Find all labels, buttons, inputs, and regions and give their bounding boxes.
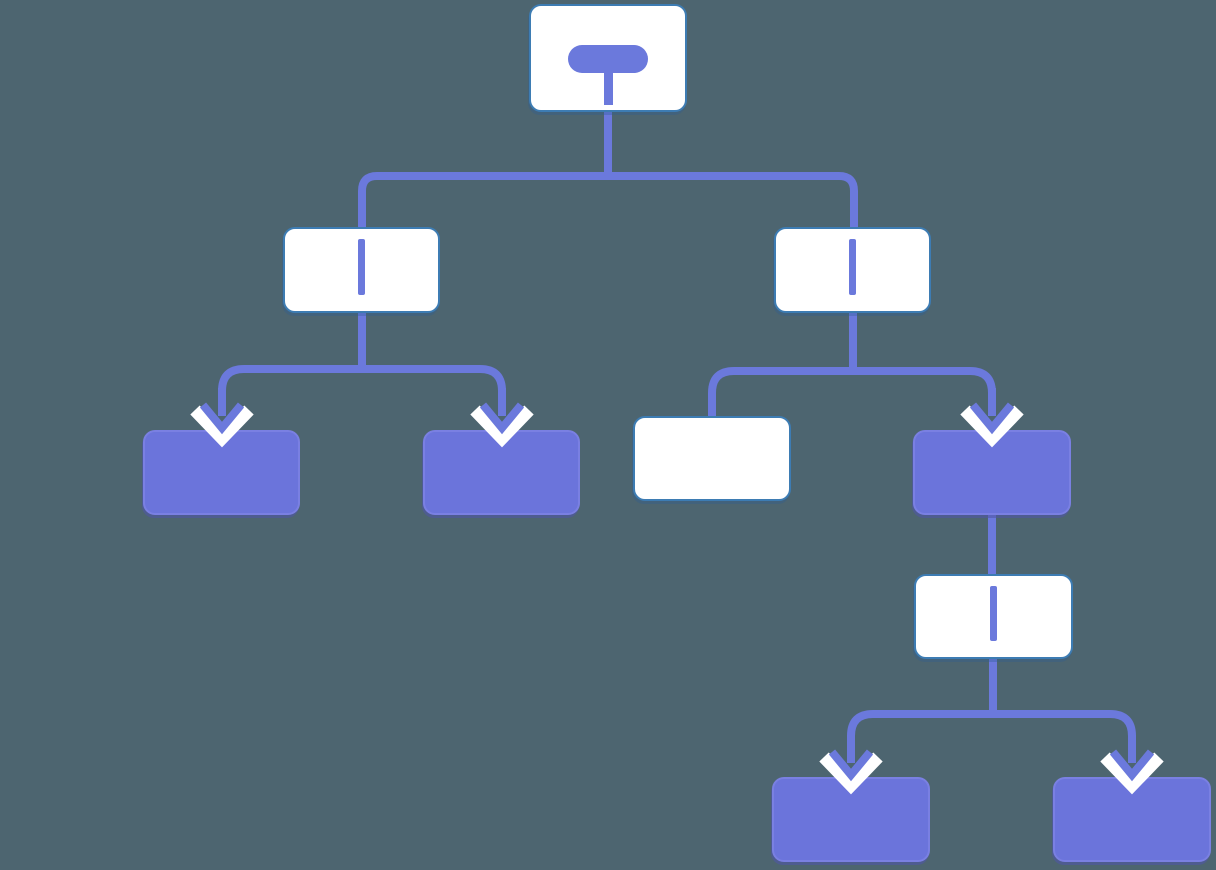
drop-arrow-leaf-1-icon[interactable] <box>190 388 254 448</box>
root-topic-stem-icon <box>603 71 613 105</box>
drop-arrow-leaf-3-icon[interactable] <box>960 388 1024 448</box>
chevron-highlight-icon <box>960 405 1024 448</box>
edge-bottom-branch-rail <box>847 710 1136 761</box>
tree-node-branch-right[interactable] <box>774 227 931 313</box>
branch-divider-icon <box>849 239 856 295</box>
chevron-highlight-icon <box>470 405 534 448</box>
edge-left-branch-rail <box>218 365 506 414</box>
tree-node-root[interactable] <box>529 4 687 112</box>
arrow-head-icon <box>969 402 1015 435</box>
chevron-highlight-icon <box>190 405 254 448</box>
drop-arrow-leaf-4-icon[interactable] <box>819 735 883 795</box>
arrow-head-icon <box>1109 749 1155 782</box>
arrow-head-icon <box>828 749 874 782</box>
branch-divider-icon <box>358 239 365 295</box>
arrow-head-icon <box>199 402 245 435</box>
edge-top-rail <box>358 172 858 227</box>
tree-node-branch-left[interactable] <box>283 227 440 313</box>
chevron-highlight-icon <box>1100 752 1164 795</box>
branch-divider-icon <box>990 586 997 641</box>
drop-arrow-leaf-5-icon[interactable] <box>1100 735 1164 795</box>
root-topic-icon <box>568 45 648 73</box>
tree-node-empty[interactable] <box>633 416 791 501</box>
drop-arrow-leaf-2-icon[interactable] <box>470 388 534 448</box>
chevron-highlight-icon <box>819 752 883 795</box>
tree-node-branch-lower[interactable] <box>914 574 1073 659</box>
edge-right-branch-rail <box>708 367 996 416</box>
arrow-head-icon <box>479 402 525 435</box>
